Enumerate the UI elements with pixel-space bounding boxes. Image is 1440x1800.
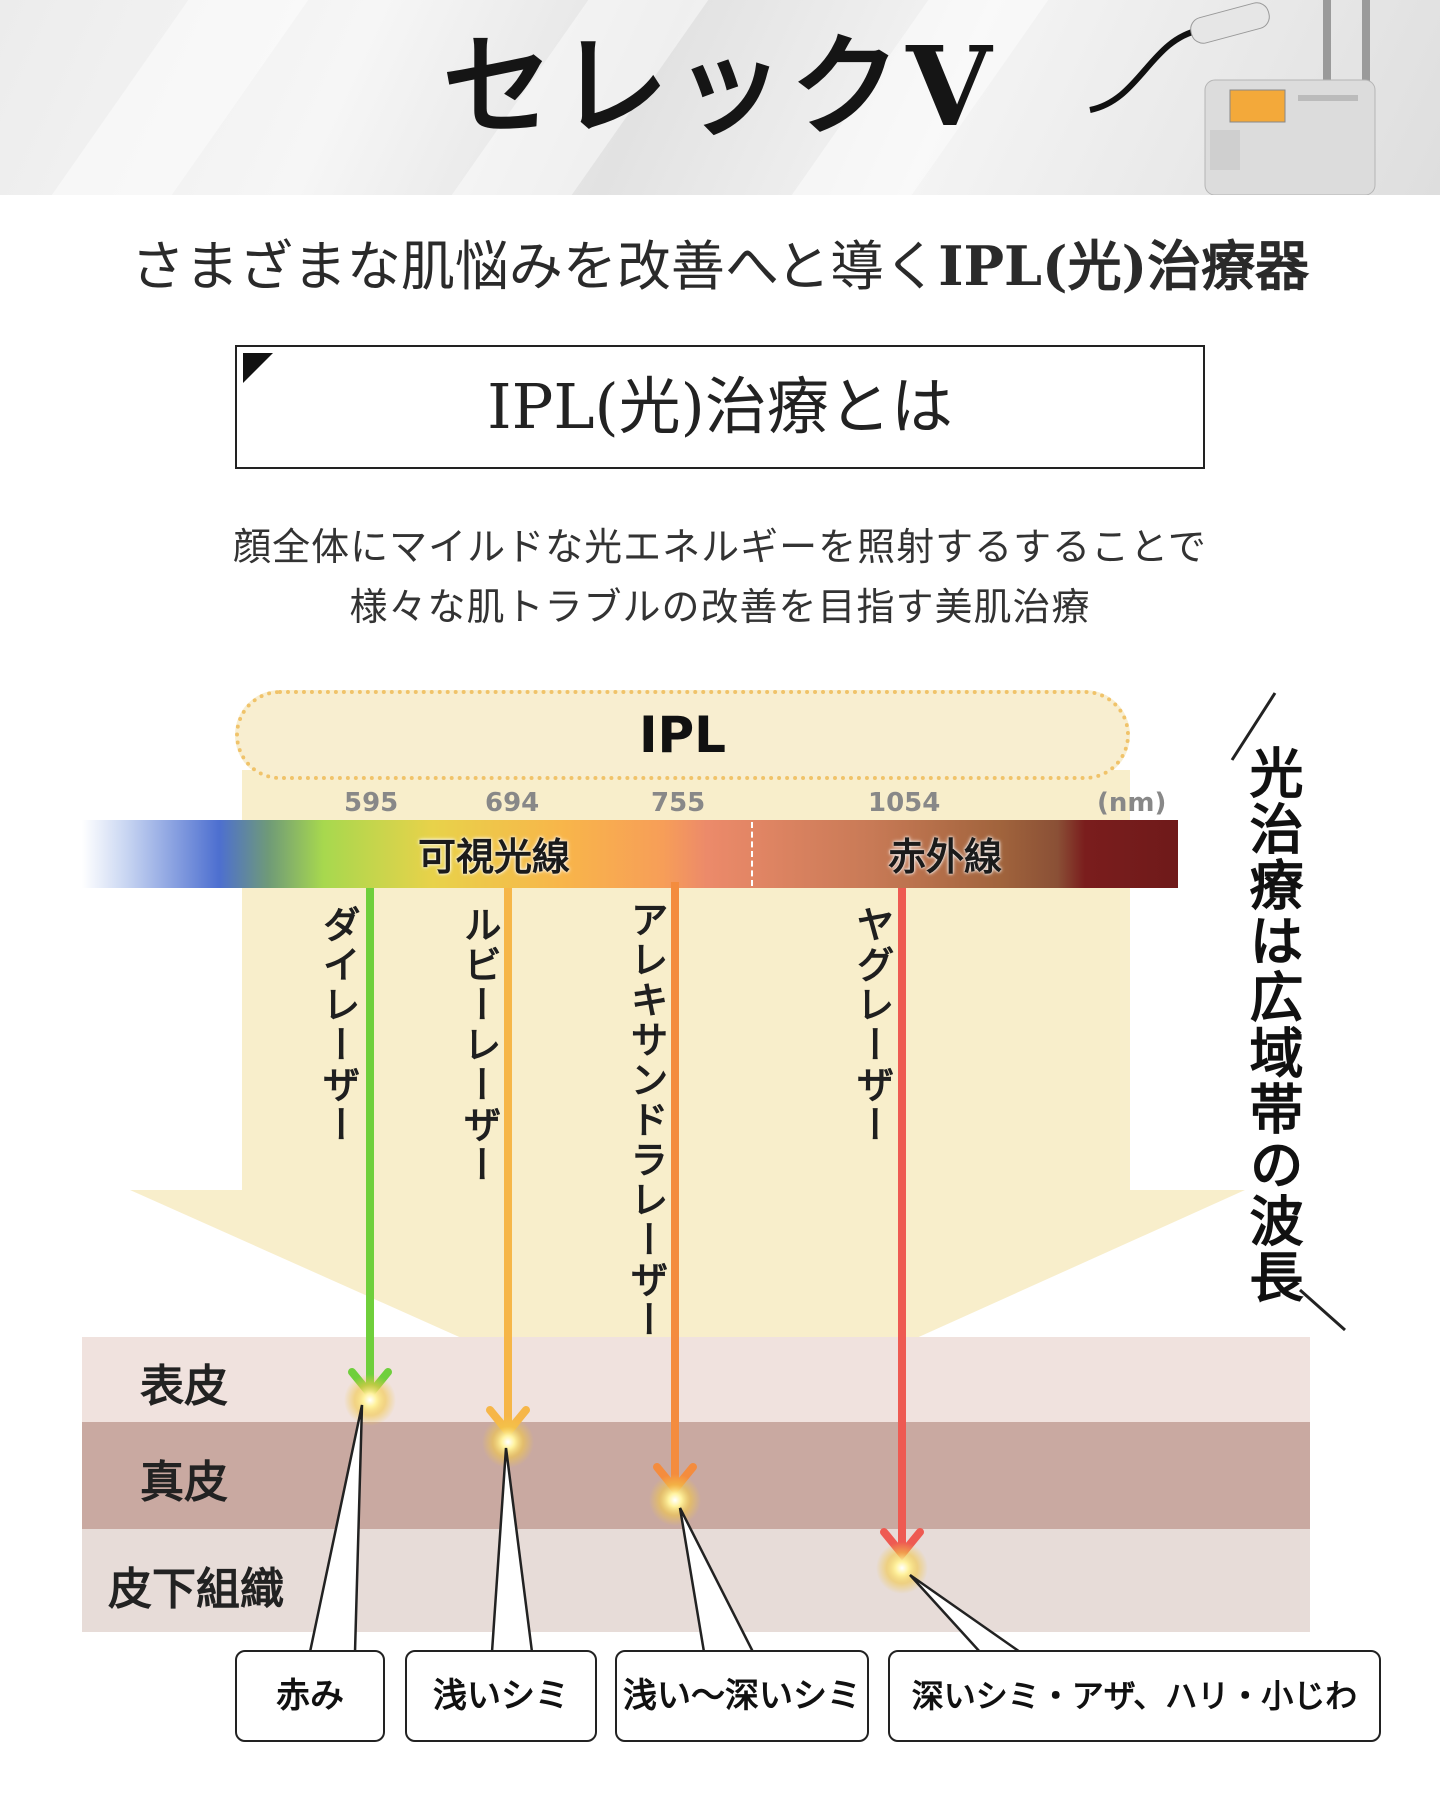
result-shallow-spots: 浅いシミ: [405, 1650, 597, 1742]
result-deep-spots-wrinkles: 深いシミ・アザ、ハリ・小じわ: [888, 1650, 1381, 1742]
result-shallow-deep-spots: 浅い〜深いシミ: [615, 1650, 869, 1742]
side-caption: 光治療は広域帯の波長: [1232, 745, 1311, 1305]
glow-epidermis: [344, 1374, 396, 1426]
callout-pointer-4: [910, 1575, 1020, 1652]
laser-label-alexandrite: アレキサンドラレーザー: [626, 900, 666, 1340]
callout-pointer-2: [492, 1448, 532, 1652]
glow-dermis: [649, 1474, 701, 1526]
laser-label-yag: ヤグレーザー: [852, 905, 892, 1145]
callout-pointer-1: [310, 1405, 362, 1652]
laser-label-dye: ダイレーザー: [318, 905, 358, 1145]
result-redness: 赤み: [235, 1650, 385, 1742]
laser-label-ruby: ルビーレーザー: [459, 905, 499, 1185]
callout-pointer-3: [680, 1508, 753, 1652]
